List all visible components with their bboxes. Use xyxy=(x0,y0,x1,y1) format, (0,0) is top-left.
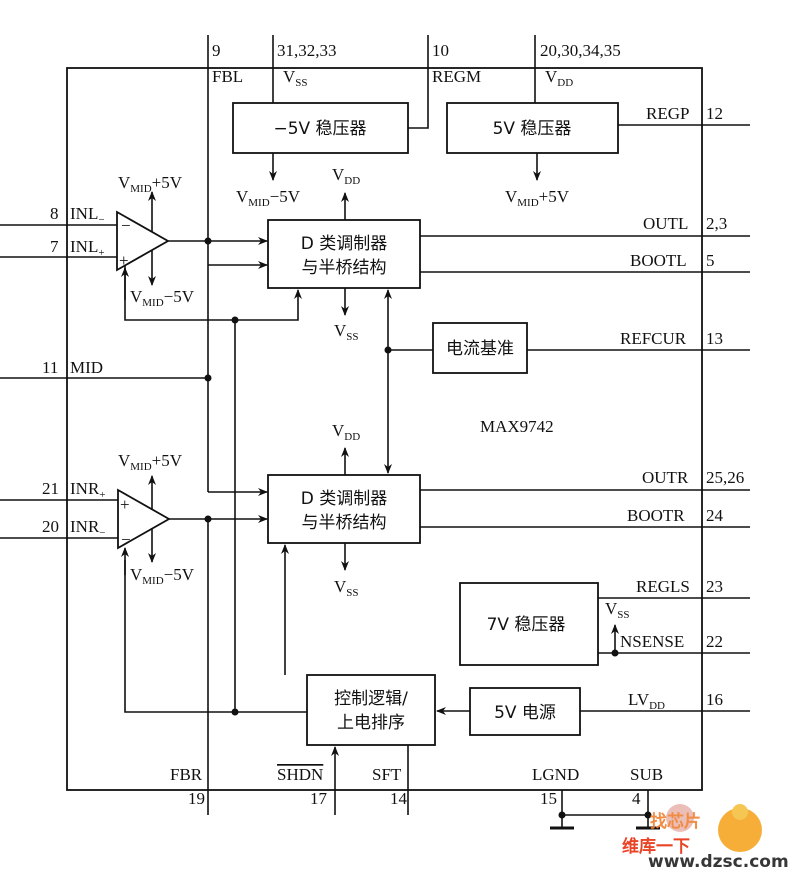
pin-fbr-name: FBR xyxy=(170,765,203,784)
pin-shdn-num: 17 xyxy=(310,789,328,808)
right-mod-label-1: D 类调制器 xyxy=(301,489,388,509)
left-mod-vss: VSS xyxy=(334,321,359,343)
pin-sft-name: SFT xyxy=(372,765,402,784)
nsense-vss: VSS xyxy=(605,599,630,621)
pin-lgnd-name: LGND xyxy=(532,765,579,784)
watermark-line1: 找芯片 xyxy=(650,811,701,832)
control-label-2: 上电排序 xyxy=(337,713,405,733)
pos-5v-regulator-block xyxy=(446,102,619,154)
neg-regulator-label: −5V 稳压器 xyxy=(273,119,366,139)
control-logic-block xyxy=(306,674,436,746)
5v-supply-block xyxy=(469,687,581,736)
pin-fbl-name: FBL xyxy=(212,67,243,86)
right-feedback-wire xyxy=(124,560,307,713)
pin-regls-num: 23 xyxy=(706,577,723,596)
watermark-url: www.dzsc.com xyxy=(648,852,789,872)
left-amplifier xyxy=(116,210,170,272)
pin-sub-num: 4 xyxy=(632,789,641,808)
right-amp-minus: − xyxy=(121,530,131,549)
pin-refcur-name: REFCUR xyxy=(620,329,687,348)
left-amp-neg-rail: VMID−5V xyxy=(130,287,195,309)
pin-fbl-num: 9 xyxy=(212,41,221,60)
neg-reg-out-label: VMID−5V xyxy=(236,187,301,209)
7v-regulator-block xyxy=(459,582,599,666)
pin-outr-name: OUTR xyxy=(642,468,689,487)
supply5v-label: 5V 电源 xyxy=(494,703,556,723)
pin-bootr-num: 24 xyxy=(706,506,724,525)
pin-mid-num: 11 xyxy=(42,358,58,377)
junction xyxy=(231,708,239,716)
pin-bootr-name: BOOTR xyxy=(627,506,685,525)
right-modulator-block xyxy=(267,474,421,544)
pin-fbr-num: 19 xyxy=(188,789,205,808)
left-mod-label-2: 与半桥结构 xyxy=(302,258,387,278)
neg-5v-regulator-block xyxy=(232,102,409,154)
junction xyxy=(204,237,212,245)
pin-refcur-num: 13 xyxy=(706,329,723,348)
pin-vdd-num: 20,30,34,35 xyxy=(540,41,621,60)
pin-sft-num: 14 xyxy=(390,789,408,808)
right-amp-neg-rail: VMID−5V xyxy=(130,565,195,587)
pin-outl-name: OUTL xyxy=(643,214,688,233)
left-mod-label-1: D 类调制器 xyxy=(301,234,388,254)
pos-regulator-label: 5V 稳压器 xyxy=(493,119,572,139)
pin-inl-minus-num: 8 xyxy=(50,204,59,223)
pin-vdd-name: VDD xyxy=(545,67,573,89)
pin-vss-name: VSS xyxy=(283,67,308,89)
pin-outr-num: 25,26 xyxy=(706,468,744,487)
pin-shdn-name: SHDN xyxy=(277,765,323,784)
right-mod-vss: VSS xyxy=(334,577,359,599)
pin-regm-name: REGM xyxy=(432,67,481,86)
left-amp-pos-rail: VMID+5V xyxy=(118,173,183,195)
pin-nsense-num: 22 xyxy=(706,632,723,651)
pin-bootl-num: 5 xyxy=(706,251,715,270)
pin-outl-num: 2,3 xyxy=(706,214,727,233)
pin-inl-plus-name: INL+ xyxy=(70,237,105,259)
current-ref-label: 电流基准 xyxy=(446,339,514,359)
pin-regls-name: REGLS xyxy=(636,577,690,596)
junction xyxy=(611,649,619,657)
pos-reg-out-label: VMID+5V xyxy=(505,187,570,209)
right-amplifier xyxy=(117,488,171,550)
left-modulator-block xyxy=(267,219,421,289)
pin-sub-name: SUB xyxy=(630,765,663,784)
junction xyxy=(204,374,212,382)
pin-inr-minus-name: INR− xyxy=(70,517,106,539)
pin-regp-num: 12 xyxy=(706,104,723,123)
pin-inr-plus-num: 21 xyxy=(42,479,59,498)
pin-lvdd-num: 16 xyxy=(706,690,723,709)
left-amp-plus: + xyxy=(119,251,129,270)
pin-bootl-name: BOOTL xyxy=(630,251,687,270)
right-amp-plus: + xyxy=(120,495,130,514)
junction xyxy=(644,811,652,819)
right-amp-pos-rail: VMID+5V xyxy=(118,451,183,473)
chip-name: MAX9742 xyxy=(480,417,554,436)
pin-inl-minus-name: INL− xyxy=(70,204,105,226)
pin-lvdd-name: LVDD xyxy=(628,690,665,712)
right-mod-label-2: 与半桥结构 xyxy=(302,513,387,533)
regm-wire xyxy=(408,35,429,129)
current-reference-block xyxy=(432,322,528,374)
pin-vss-num: 31,32,33 xyxy=(277,41,337,60)
control-label-1: 控制逻辑/ xyxy=(334,689,408,709)
pin-regm-num: 10 xyxy=(432,41,449,60)
pin-lgnd-num: 15 xyxy=(540,789,557,808)
left-amp-minus: − xyxy=(121,216,131,235)
pin-mid-name: MID xyxy=(70,358,103,377)
junction xyxy=(558,811,566,819)
mascot-icon xyxy=(718,808,762,852)
pin-inr-minus-num: 20 xyxy=(42,517,59,536)
pin-inr-plus-name: INR+ xyxy=(70,479,106,501)
chip-outline xyxy=(66,67,703,791)
reg7v-label: 7V 稳压器 xyxy=(487,615,566,635)
left-mod-vdd: VDD xyxy=(332,165,360,187)
right-mod-vdd: VDD xyxy=(332,421,360,443)
watermark-logo: 找芯片 维库一下 www.dzsc.com xyxy=(622,804,789,872)
pin-nsense-name: NSENSE xyxy=(620,632,684,651)
pin-regp-name: REGP xyxy=(646,104,689,123)
pin-inl-plus-num: 7 xyxy=(50,237,59,256)
watermark-line2: 维库一下 xyxy=(622,836,690,857)
